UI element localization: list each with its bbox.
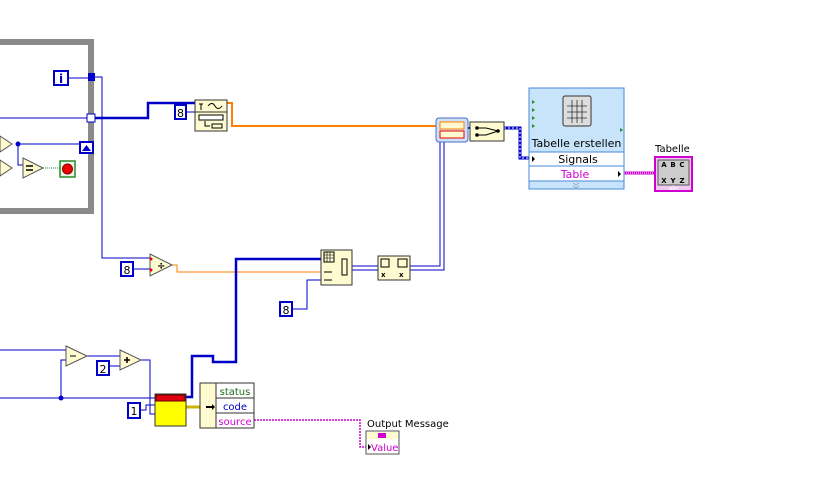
string-wire[interactable] bbox=[254, 419, 367, 448]
constant-value: 2 bbox=[100, 363, 107, 376]
wire[interactable] bbox=[140, 404, 155, 411]
wire-junction bbox=[15, 141, 21, 147]
constant-value: 8 bbox=[177, 107, 184, 120]
compare-node[interactable] bbox=[0, 159, 13, 177]
unbundle-by-name-node[interactable]: status code source bbox=[199, 382, 255, 429]
icon-cell: X bbox=[661, 177, 667, 185]
array-wire[interactable] bbox=[186, 257, 322, 399]
array-wire[interactable] bbox=[95, 101, 197, 120]
constant-value: 8 bbox=[283, 304, 290, 317]
output-row[interactable] bbox=[528, 165, 625, 182]
iteration-terminal[interactable]: i bbox=[53, 70, 69, 86]
unbundle-code: code bbox=[223, 402, 247, 413]
svg-text:x: x bbox=[399, 271, 404, 279]
numeric-constant[interactable]: 8 bbox=[174, 104, 187, 120]
waveform-wire[interactable] bbox=[227, 102, 437, 127]
numeric-constant[interactable]: 8 bbox=[120, 261, 134, 277]
unbundle-status: status bbox=[220, 387, 251, 398]
build-table-express-vi[interactable]: Tabelle erstellen Signals Table bbox=[528, 87, 625, 190]
expand-chevron-icon[interactable] bbox=[572, 182, 580, 189]
output-value-label: Value bbox=[371, 443, 398, 454]
svg-text:÷: ÷ bbox=[157, 261, 165, 272]
shift-register-up-icon[interactable] bbox=[79, 141, 94, 154]
stop-condition-terminal[interactable] bbox=[59, 160, 76, 178]
table-indicator[interactable]: A B C X Y Z abc bbox=[654, 156, 693, 192]
reshape-array-node[interactable] bbox=[320, 249, 353, 286]
output-message-label: Output Message bbox=[367, 419, 449, 430]
indexing-tunnel[interactable] bbox=[86, 113, 96, 123]
svg-text:x: x bbox=[381, 271, 386, 279]
2d-array-wire[interactable] bbox=[352, 265, 378, 271]
while-loop-frame[interactable] bbox=[0, 39, 94, 214]
equal-node[interactable] bbox=[22, 157, 45, 179]
numeric-constant[interactable]: 1 bbox=[127, 402, 141, 419]
icon-footer: abc bbox=[669, 185, 680, 192]
wire-pattern bbox=[504, 127, 530, 159]
2d-array-wire[interactable] bbox=[410, 142, 445, 271]
express-vi-title: Tabelle erstellen bbox=[531, 137, 622, 150]
output-message-indicator[interactable]: Value bbox=[365, 430, 400, 455]
wire[interactable] bbox=[95, 76, 150, 259]
constant-value: 1 bbox=[131, 405, 138, 418]
compare-node[interactable] bbox=[0, 135, 13, 153]
numeric-constant[interactable]: 8 bbox=[279, 301, 293, 317]
icon-cell: B bbox=[670, 161, 675, 169]
numeric-constant[interactable]: 2 bbox=[96, 360, 110, 376]
wire-junction bbox=[58, 395, 64, 401]
add-node[interactable] bbox=[119, 349, 143, 371]
dbl-wire[interactable] bbox=[172, 264, 322, 273]
table-indicator-label: Tabelle bbox=[654, 144, 690, 155]
convert-to-dynamic-data-node[interactable] bbox=[469, 121, 505, 142]
loop-tunnel[interactable] bbox=[88, 73, 95, 81]
subtract-node[interactable] bbox=[65, 345, 89, 367]
wire[interactable] bbox=[18, 143, 81, 148]
icon-cell: A bbox=[661, 161, 667, 169]
build-waveform-node[interactable] bbox=[435, 117, 469, 143]
icon-cell: Y bbox=[669, 177, 676, 185]
iteration-label: i bbox=[59, 72, 63, 86]
wire[interactable] bbox=[60, 359, 66, 398]
divide-node[interactable]: ÷ bbox=[149, 253, 174, 277]
input-signals-label: Signals bbox=[558, 153, 598, 166]
constant-value: 8 bbox=[124, 264, 131, 277]
output-table-label: Table bbox=[560, 168, 590, 181]
error-cluster-node[interactable] bbox=[154, 393, 187, 427]
dynamic-data-wire[interactable] bbox=[504, 126, 530, 160]
wire[interactable] bbox=[292, 279, 322, 310]
wire[interactable] bbox=[140, 359, 155, 415]
icon-cell: C bbox=[679, 161, 684, 169]
wire[interactable] bbox=[17, 144, 24, 166]
icon-cell: Z bbox=[679, 177, 684, 185]
array-to-waveform-node[interactable] bbox=[194, 99, 228, 132]
unbundle-source: source bbox=[218, 417, 251, 428]
